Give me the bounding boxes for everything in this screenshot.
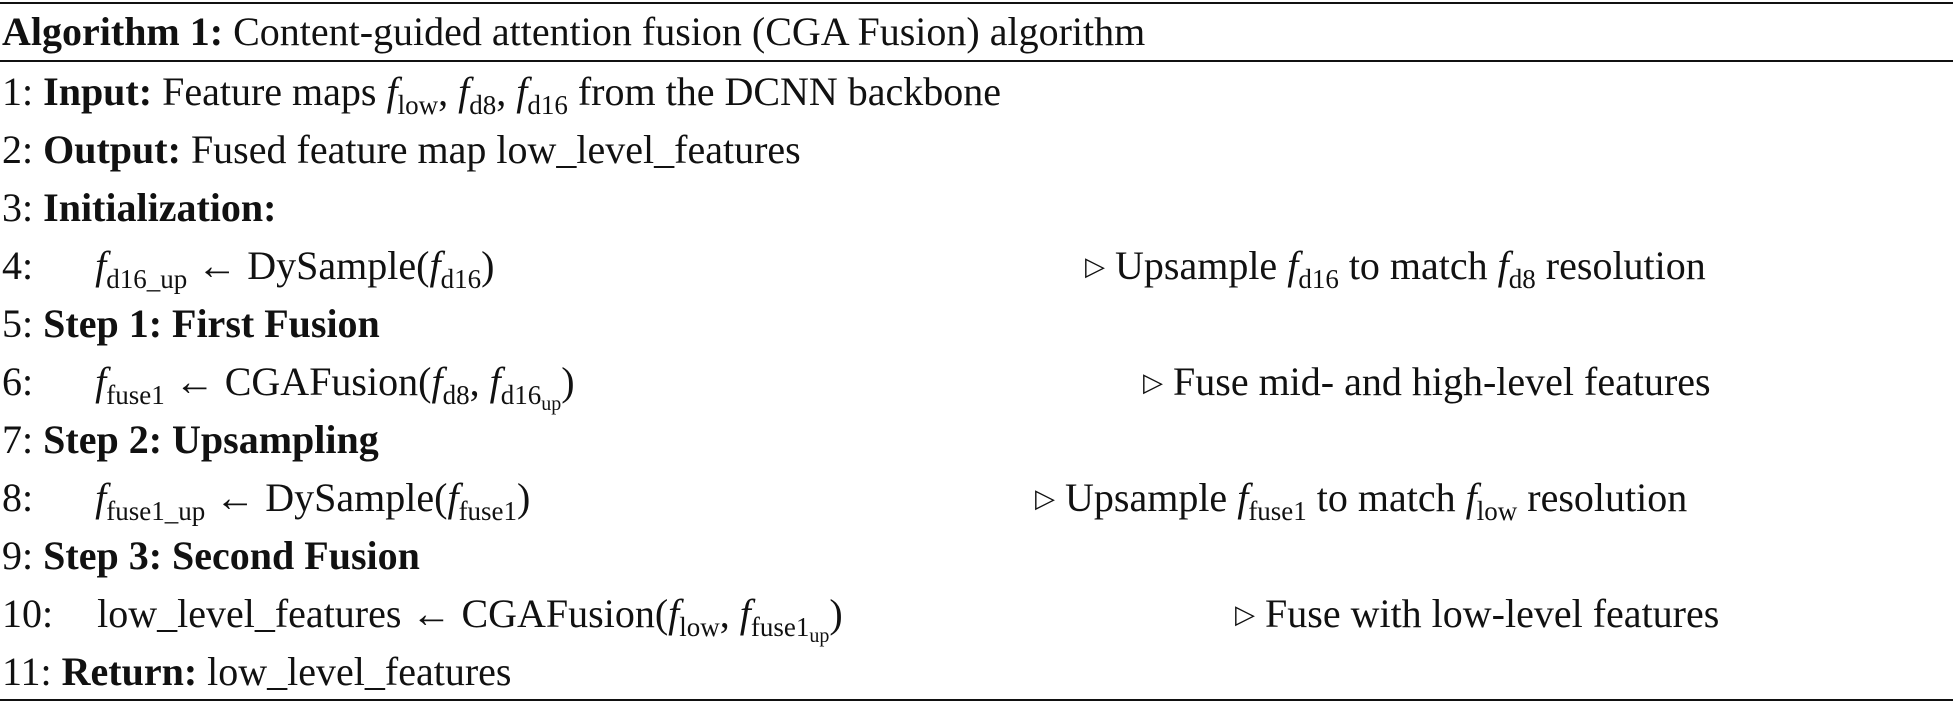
subscript-low: low	[679, 612, 720, 642]
comment-text-end: resolution	[1545, 243, 1706, 288]
line-keyword: Input:	[43, 69, 153, 114]
comment-text: Fuse mid- and high-level features	[1173, 359, 1711, 404]
comment-text: Upsample	[1065, 475, 1228, 520]
subscript-d16: d16	[440, 264, 482, 294]
symbol-f: f	[668, 591, 680, 636]
line-number: 4:	[2, 243, 34, 288]
assign-arrow: ←	[215, 475, 256, 520]
algo-line-3: 3: Initialization:	[2, 179, 276, 236]
caption-rule	[0, 60, 1953, 62]
comment-text-mid: to match	[1316, 475, 1456, 520]
symbol-f: f	[1497, 243, 1509, 288]
algo-line-10: 10: low_level_features ← CGAFusion(flow,…	[2, 591, 843, 647]
symbol-f: f	[95, 359, 107, 404]
line-number: 8:	[2, 475, 34, 520]
subscript-fuse1: fuse1	[458, 496, 518, 526]
symbol-f: f	[1287, 243, 1299, 288]
line-number: 7:	[2, 417, 34, 462]
algo-line-9: 9: Step 3: Second Fusion	[2, 527, 420, 584]
subscript-d16: d16	[527, 90, 568, 120]
line-number: 10:	[2, 591, 54, 636]
line-number: 6:	[2, 359, 34, 404]
comment-text-end: resolution	[1527, 475, 1688, 520]
comment-triangle-icon: ▷	[1085, 252, 1105, 282]
subscript-fuse1: fuse1	[106, 380, 165, 410]
subscript-fuse1-up: fuse1_up	[106, 496, 206, 526]
subscript-d8: d8	[442, 380, 470, 410]
comment-triangle-icon: ▷	[1143, 368, 1163, 398]
algorithm-caption: Algorithm 1: Content-guided attention fu…	[2, 3, 1145, 60]
subscript-d8: d8	[469, 90, 497, 120]
assign-arrow: ←	[197, 243, 238, 288]
algo-comment-6: ▷ Fuse mid- and high-level features	[1143, 353, 1711, 410]
lhs-variable: low_level_features	[97, 591, 402, 636]
algo-line-7: 7: Step 2: Upsampling	[2, 411, 379, 468]
line-number: 9:	[2, 533, 34, 578]
symbol-f: f	[516, 69, 528, 114]
function-name: CGAFusion	[461, 591, 655, 636]
subscript-d16: d16	[500, 380, 542, 410]
line-number: 1:	[2, 69, 34, 114]
line-number: 3:	[2, 185, 34, 230]
line-keyword: Step 2: Upsampling	[43, 417, 379, 462]
symbol-f: f	[447, 475, 459, 520]
comment-text: Fuse with low-level features	[1265, 591, 1720, 636]
line-text: Feature maps	[162, 69, 377, 114]
subscript-up: up	[541, 393, 562, 415]
symbol-f: f	[95, 475, 107, 520]
line-number: 11:	[2, 649, 52, 694]
subscript-up: up	[809, 625, 830, 647]
algo-line-11: 11: Return: low_level_features	[2, 643, 512, 700]
line-text: low_level_features	[207, 649, 512, 694]
line-number: 2:	[2, 127, 34, 172]
symbol-f: f	[489, 359, 501, 404]
symbol-f: f	[1465, 475, 1477, 520]
comment-text-mid: to match	[1348, 243, 1488, 288]
line-keyword: Step 1: First Fusion	[43, 301, 380, 346]
caption-title: Content-guided attention fusion (CGA Fus…	[233, 9, 1146, 54]
subscript-d16: d16	[1298, 264, 1339, 294]
algo-line-4: 4: fd16_up ← DySample(fd16)	[2, 243, 495, 294]
subscript-d16-up: d16_up	[106, 264, 188, 294]
symbol-f: f	[739, 591, 751, 636]
line-keyword: Initialization:	[43, 185, 277, 230]
algo-line-5: 5: Step 1: First Fusion	[2, 295, 380, 352]
line-number: 5:	[2, 301, 34, 346]
algo-line-8: 8: ffuse1_up ← DySample(ffuse1)	[2, 475, 531, 526]
comment-triangle-icon: ▷	[1235, 600, 1255, 630]
symbol-f: f	[458, 69, 470, 114]
symbol-f: f	[386, 69, 398, 114]
subscript-d8: d8	[1508, 264, 1536, 294]
subscript-fuse1: fuse1	[1248, 496, 1307, 526]
symbol-f: f	[431, 359, 443, 404]
subscript-fuse1: fuse1	[750, 612, 810, 642]
line-text: Fused feature map low_level_features	[190, 127, 801, 172]
caption-label: Algorithm 1:	[2, 9, 224, 54]
comment-triangle-icon: ▷	[1035, 484, 1055, 514]
subscript-low: low	[1476, 496, 1518, 526]
subscript-low: low	[397, 90, 439, 120]
line-keyword: Return:	[61, 649, 198, 694]
algo-comment-8: ▷Upsample ffuse1 to match flow resolutio…	[1035, 469, 1687, 526]
line-keyword: Step 3: Second Fusion	[43, 533, 420, 578]
symbol-f: f	[95, 243, 107, 288]
algo-line-6: 6: ffuse1 ← CGAFusion(fd8, fd16up)	[2, 359, 575, 415]
algo-comment-4: ▷Upsample fd16 to match fd8 resolution	[1085, 237, 1706, 294]
line-keyword: Output:	[43, 127, 181, 172]
bottom-rule	[0, 699, 1953, 701]
function-name: CGAFusion	[224, 359, 419, 404]
top-rule	[0, 2, 1953, 4]
comment-text: Upsample	[1115, 243, 1278, 288]
symbol-f: f	[1237, 475, 1249, 520]
assign-arrow: ←	[411, 591, 452, 636]
line-text-rest: from the DCNN backbone	[577, 69, 1002, 114]
algo-line-1: 1: Input: Feature maps flow, fd8, fd16 f…	[2, 69, 1002, 120]
algo-comment-10: ▷ Fuse with low-level features	[1235, 585, 1719, 642]
function-name: DySample	[265, 475, 435, 520]
assign-arrow: ←	[174, 359, 215, 404]
function-name: DySample	[247, 243, 417, 288]
symbol-f: f	[429, 243, 441, 288]
algo-line-2: 2: Output: Fused feature map low_level_f…	[2, 121, 801, 178]
